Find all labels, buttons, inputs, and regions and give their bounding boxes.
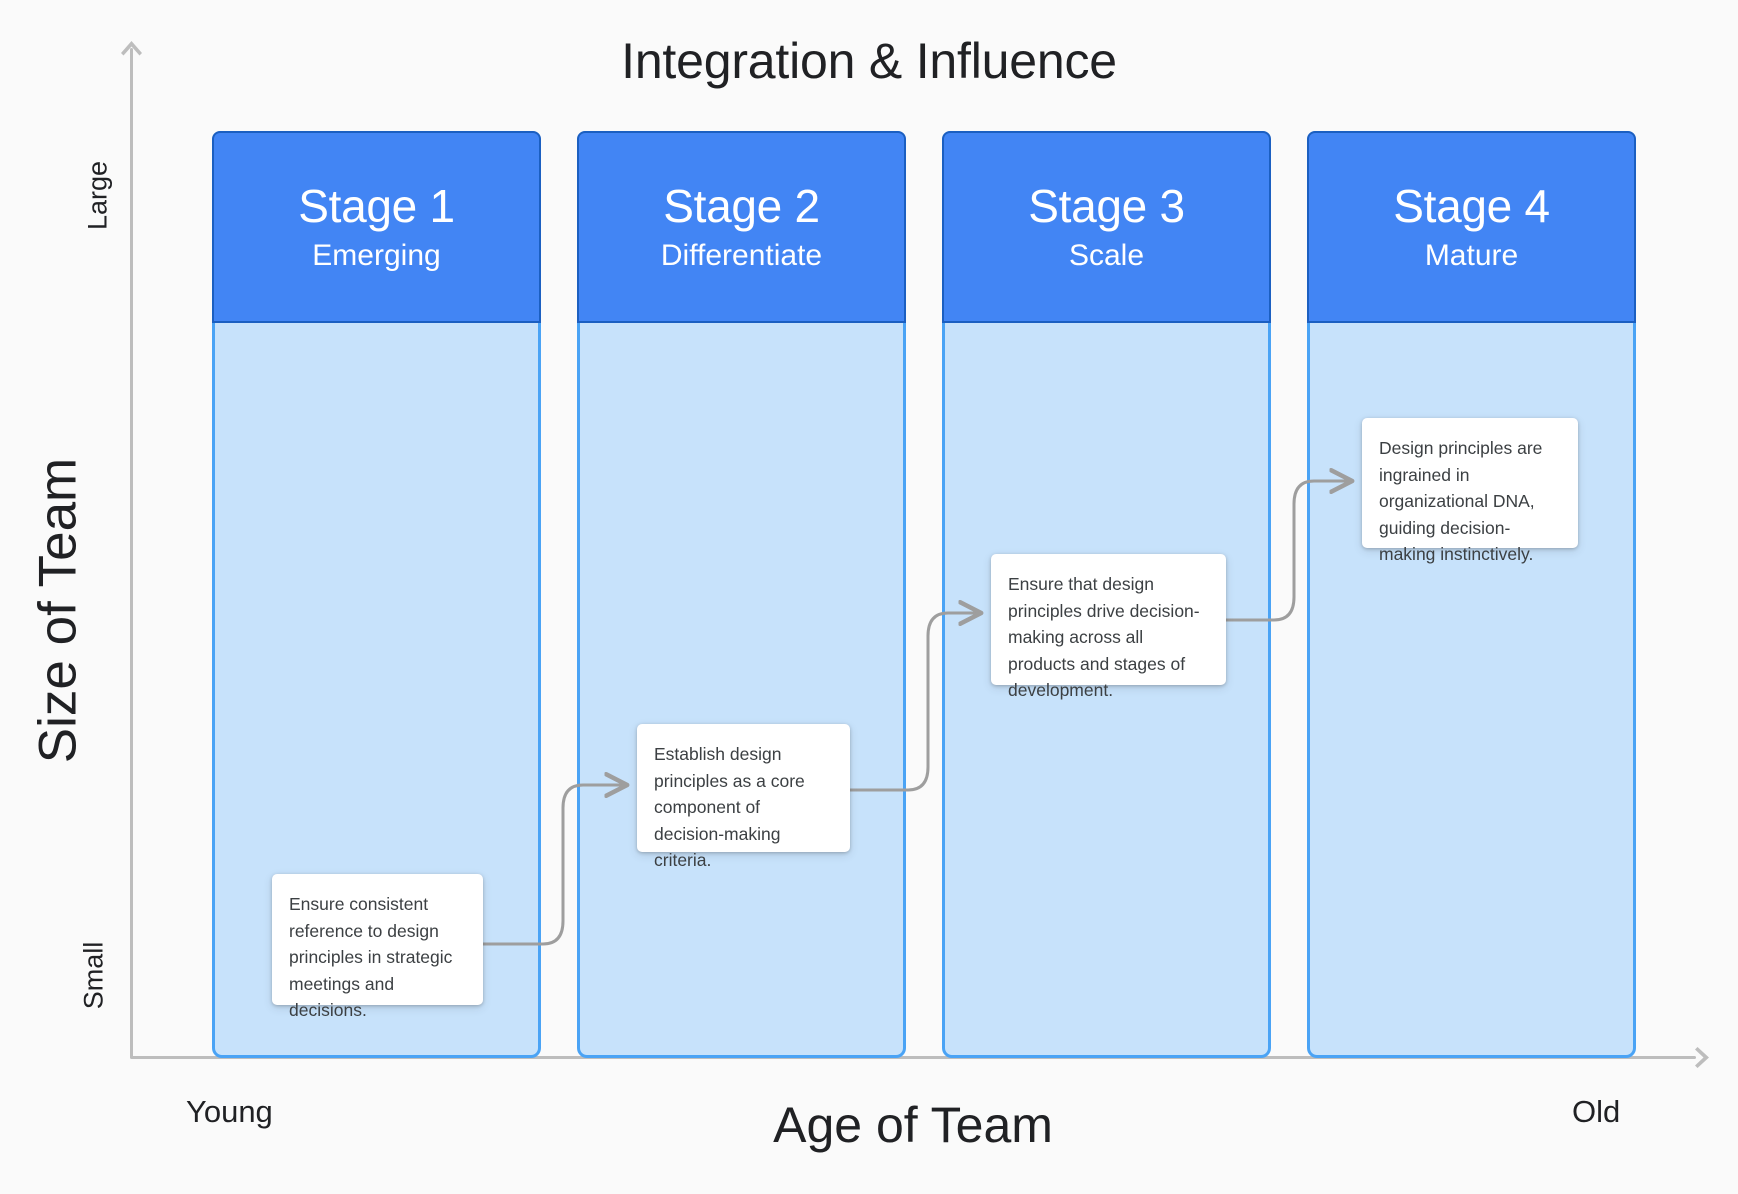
y-axis-title: Size of Team (28, 457, 88, 764)
y-axis-tick-small: Small (78, 941, 109, 1010)
stage-header-3[interactable]: Stage 3 Scale (942, 131, 1271, 323)
stage-subtitle-3: Scale (1068, 239, 1145, 273)
stage-column-4[interactable]: Stage 4 Mature (1307, 131, 1636, 1058)
stage-title-1: Stage 1 (298, 179, 455, 232)
y-axis-arrow-icon (121, 41, 142, 56)
stage-subtitle-4: Mature (1424, 239, 1519, 273)
x-axis-tick-young: Young (186, 1094, 273, 1129)
x-axis-tick-old: Old (1572, 1094, 1621, 1129)
stage-note-card-4: Design principles are ingrained in organ… (1362, 418, 1578, 564)
x-axis-line (130, 1056, 1696, 1059)
stage-subtitle-2: Differentiate (660, 239, 823, 273)
stage-title-2: Stage 2 (663, 179, 820, 232)
stage-note-card-3: Ensure that design principles drive deci… (991, 554, 1226, 700)
stage-header-4[interactable]: Stage 4 Mature (1307, 131, 1636, 323)
stage-header-1[interactable]: Stage 1 Emerging (212, 131, 541, 323)
x-axis-title: Age of Team (773, 1097, 1053, 1153)
stage-subtitle-1: Emerging (312, 239, 441, 273)
x-axis-arrow-icon (1695, 1047, 1709, 1068)
stage-title-3: Stage 3 (1028, 179, 1185, 232)
chart-title: Integration & Influence (621, 33, 1117, 89)
stage-column-2[interactable]: Stage 2 Differentiate (577, 131, 906, 1058)
stage-header-2[interactable]: Stage 2 Differentiate (577, 131, 906, 323)
stage-title-4: Stage 4 (1393, 179, 1550, 232)
stage-note-card-2: Establish design principles as a core co… (637, 724, 850, 870)
y-axis-tick-large: Large (82, 160, 113, 231)
stage-note-card-1: Ensure consistent reference to design pr… (272, 874, 483, 1020)
y-axis-line (130, 48, 133, 1058)
